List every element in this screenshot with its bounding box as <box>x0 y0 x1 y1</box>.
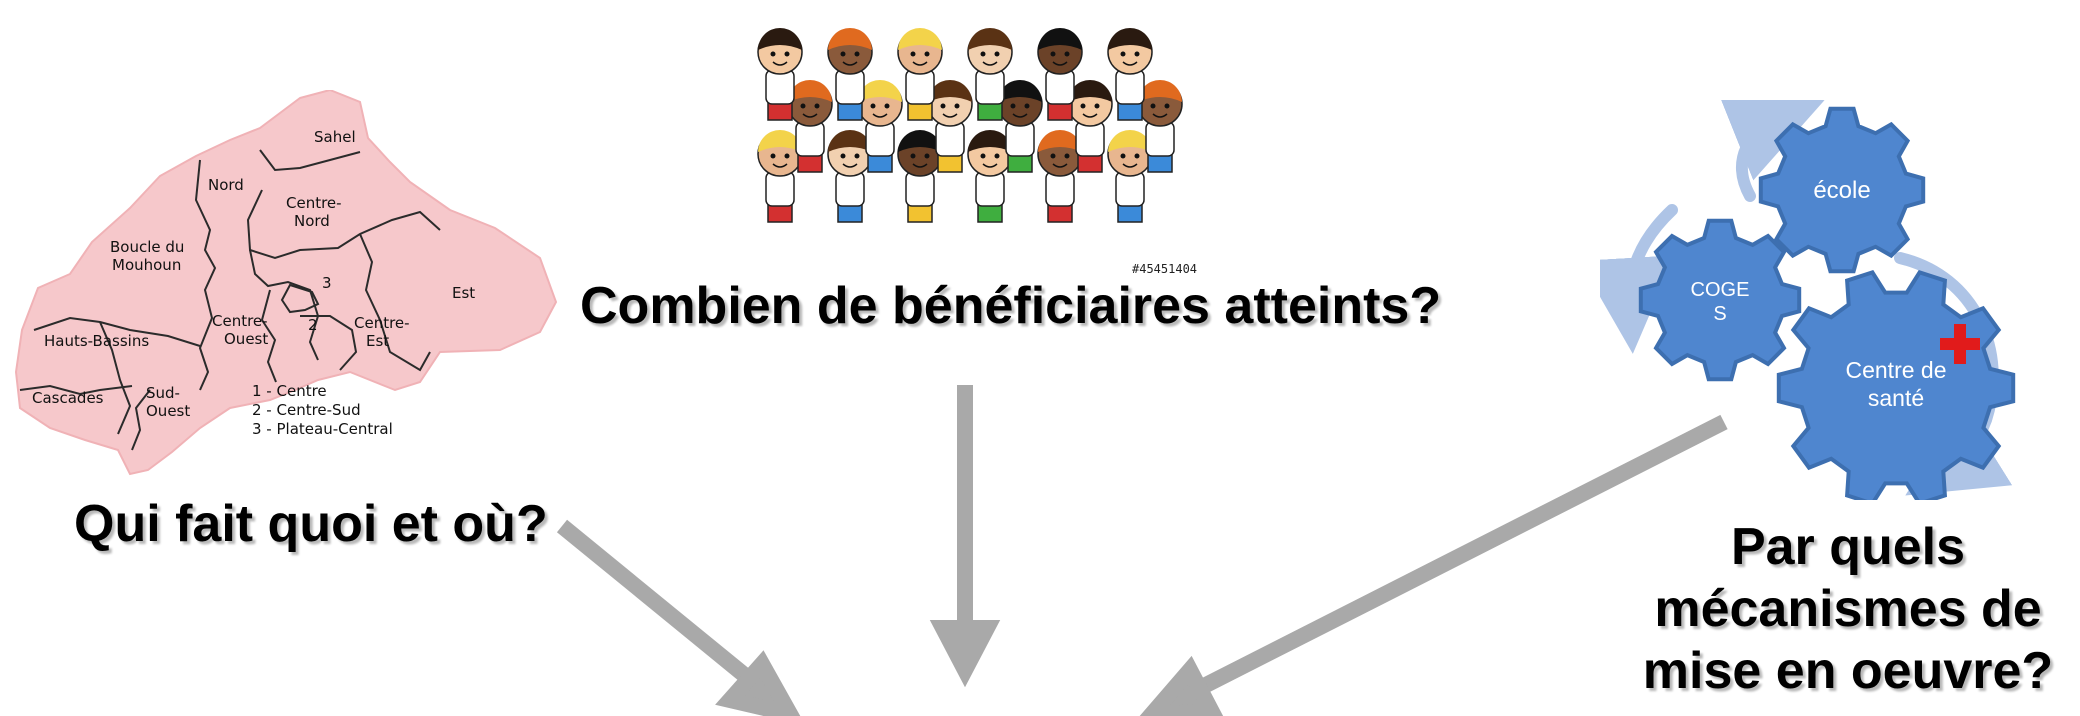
region-label-centre-ouest-1: Centre- <box>212 312 268 330</box>
question-who-what-where: Qui fait quoi et où? <box>74 495 548 553</box>
region-label-centre-nord-2: Nord <box>294 212 330 230</box>
region-label-sud-ouest-1: Sud- <box>146 384 180 402</box>
region-marker-3: 3 <box>322 274 332 292</box>
gear-label-school: école <box>1813 177 1870 204</box>
region-label-sud-ouest-2: Ouest <box>146 402 190 420</box>
region-label-boucle-1: Boucle du <box>110 238 184 256</box>
children-illustration: #45451404 <box>757 28 1197 276</box>
child-figure <box>827 130 873 223</box>
region-label-hauts-bassins: Hauts-Bassins <box>44 332 149 350</box>
child-figure <box>897 130 943 223</box>
gear-label-coges-1: COGE <box>1691 279 1750 301</box>
gear-coges-shape <box>1638 218 1802 382</box>
region-label-centre-est-1: Centre- <box>354 314 410 332</box>
region-label-sahel: Sahel <box>314 128 356 146</box>
stock-image-id: #45451404 <box>1132 262 1197 276</box>
burkina-faso-map: Sahel Nord Centre- Nord Boucle du Mouhou… <box>14 90 558 476</box>
map-legend-item-1: 1 - Centre <box>252 382 327 400</box>
child-figure <box>787 80 833 173</box>
question-mechanisms: Par quels mécanismes de mise en oeuvre? <box>1642 518 2054 700</box>
gear-label-health-2: santé <box>1868 385 1924 411</box>
child-figure <box>897 28 943 121</box>
child-figure <box>1067 80 1113 173</box>
region-label-boucle-2: Mouhoun <box>112 256 181 274</box>
child-figure <box>997 80 1043 173</box>
child-figure <box>1107 28 1153 121</box>
gear-label-coges-2: S <box>1713 303 1726 325</box>
region-label-nord: Nord <box>208 176 244 194</box>
gears-diagram: école COGE S Centre de santé <box>1600 100 2016 500</box>
child-figure <box>757 130 803 223</box>
child-figure <box>857 80 903 173</box>
child-figure <box>1037 28 1083 121</box>
gear-school-shape <box>1758 106 1926 274</box>
arrow-from-map <box>556 519 754 685</box>
gear-label-health-1: Centre de <box>1845 357 1946 383</box>
arrow-from-gears-head <box>1139 655 1224 716</box>
gear-school <box>1758 106 1926 274</box>
region-marker-2: 2 <box>308 316 318 334</box>
child-figure <box>827 28 873 121</box>
child-figure <box>1037 130 1083 223</box>
region-label-centre-est-2: Est <box>366 332 389 350</box>
region-label-est: Est <box>452 284 475 302</box>
arrow-from-map-head <box>715 650 801 716</box>
map-legend-item-3: 3 - Plateau-Central <box>252 420 393 438</box>
child-figure <box>927 80 973 173</box>
map-legend-item-2: 2 - Centre-Sud <box>252 401 361 419</box>
region-label-cascades: Cascades <box>32 389 104 407</box>
region-borders <box>19 149 441 451</box>
arrow-from-gears <box>1196 414 1728 696</box>
child-figure <box>757 28 803 121</box>
child-figure <box>967 130 1013 223</box>
red-cross-icon <box>1940 324 1980 364</box>
gear-coges <box>1638 218 1802 382</box>
region-label-centre-ouest-2: Ouest <box>224 330 268 348</box>
child-figure <box>1137 80 1183 173</box>
arrow-from-children-head <box>929 620 1001 688</box>
child-figure <box>967 28 1013 121</box>
region-label-centre-nord-1: Centre- <box>286 194 342 212</box>
child-figure <box>1107 130 1153 223</box>
arrows <box>556 385 1728 716</box>
question-beneficiaries: Combien de bénéficiaires atteints? <box>580 277 1442 335</box>
